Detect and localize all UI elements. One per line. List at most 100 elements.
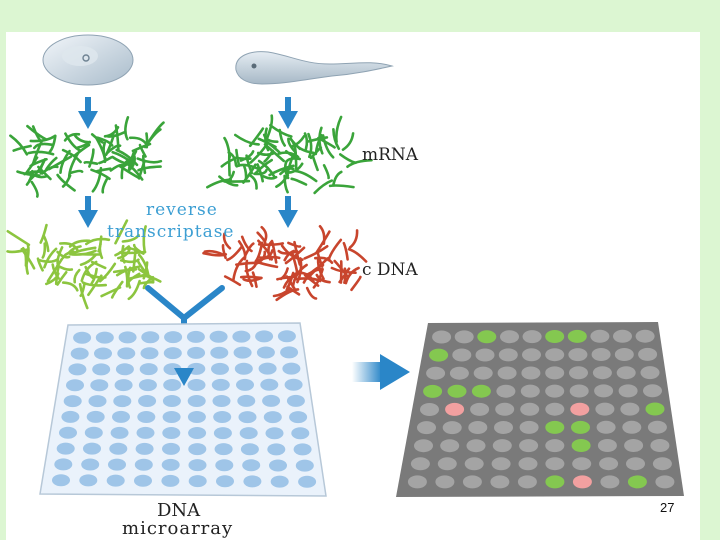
spot [233,346,252,359]
cdna-strands-right [202,225,368,302]
strand [314,134,323,156]
strand [41,242,47,259]
strand [332,128,341,150]
strand [79,253,97,266]
spot [298,475,317,488]
strand [206,178,232,189]
spot [517,475,537,489]
strand [83,160,99,165]
strand [83,272,107,279]
strand [56,246,64,266]
strand [127,273,146,281]
spot [109,442,128,455]
spot [84,426,103,439]
strand [303,274,320,287]
strand [290,177,308,186]
spot [61,410,80,423]
header-band [0,0,720,32]
strand [90,133,104,144]
spot [112,410,130,423]
spot [214,443,233,456]
strand [221,244,227,260]
spot [240,443,259,456]
strand [235,163,259,170]
mrna-strands-left [9,116,165,198]
strand [244,260,258,273]
strand [12,144,32,152]
spot [117,347,136,360]
strand [316,251,324,268]
result-spots [407,329,675,489]
strand [98,262,117,283]
strand [42,234,50,253]
strand [293,240,302,266]
spot [56,442,75,455]
spot [140,347,159,360]
spot [429,348,449,362]
strand [70,249,97,256]
strand [25,244,30,266]
strand [305,286,318,300]
spot [407,475,427,489]
spot [497,366,517,380]
spot [68,363,87,376]
strand [90,260,107,270]
strand [121,234,140,243]
strand [322,164,330,180]
dna-label: DNA [157,500,201,521]
spot [596,420,616,434]
strand [115,265,141,277]
cdna-label: c DNA [362,260,418,280]
spot [236,378,254,391]
spot [265,427,284,440]
strand [137,165,162,172]
spot [645,402,665,416]
strand [45,156,58,171]
strand [276,275,298,281]
spot [108,458,126,471]
spot [263,411,282,424]
strand [350,275,362,292]
strand [251,271,258,288]
spot [437,457,457,471]
spot [255,330,274,343]
spot [163,347,182,360]
spot [162,411,181,423]
strand [285,275,296,291]
cdna-strands-left [6,219,162,310]
strand [6,248,29,254]
strand [100,286,122,298]
spot [498,348,518,362]
spot [258,362,277,375]
strand [289,137,302,151]
spot [597,439,617,452]
spot [567,329,587,343]
spot [90,379,109,392]
strand [131,142,152,153]
spot [52,474,70,487]
spot [522,330,542,344]
spot [216,475,234,488]
strand [277,249,299,255]
strand [85,237,111,246]
spot [138,395,157,407]
spot [414,439,433,453]
strand [142,154,147,175]
spot [277,330,296,343]
spot [95,331,114,344]
strand [9,134,29,156]
strand [339,153,357,165]
spot [63,395,82,408]
spot [571,420,590,434]
strand [111,150,134,165]
spot [477,330,497,344]
strand [64,132,82,152]
strand [218,175,239,187]
spot [286,394,305,407]
spot [590,329,610,343]
strand [232,256,246,282]
spot [495,402,515,416]
spot [496,384,516,398]
strand [287,162,304,174]
strand [263,143,285,163]
